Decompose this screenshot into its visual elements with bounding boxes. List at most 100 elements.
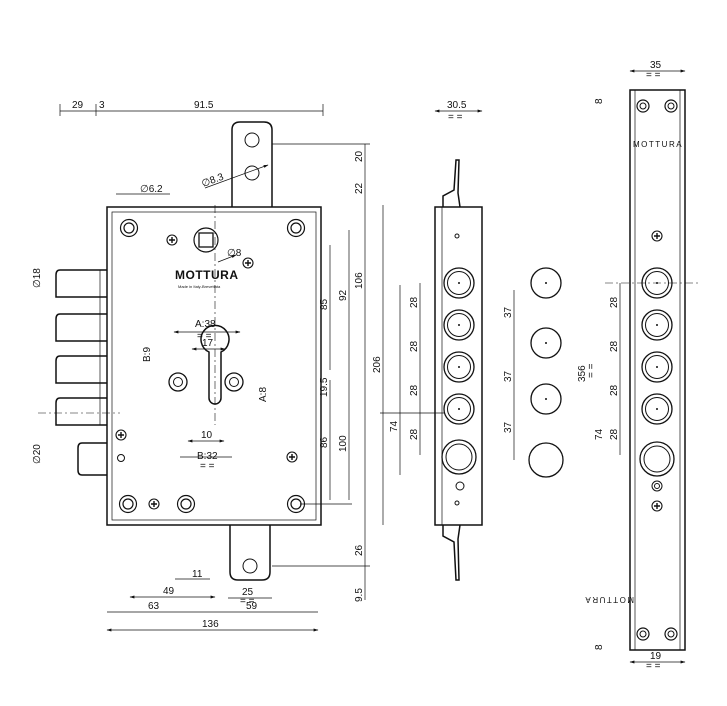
screw-icon — [286, 218, 306, 238]
cross-screw-icon — [115, 429, 127, 441]
lock-side-view — [434, 159, 483, 581]
bottom-bracket — [229, 525, 271, 581]
top-bracket — [231, 121, 273, 207]
bolt-icon — [530, 327, 562, 359]
cross-screw-icon — [651, 230, 663, 242]
latch-bolt-icon — [528, 442, 564, 478]
svg-text:28: 28 — [409, 340, 420, 352]
cylinder-profile-icon — [200, 324, 230, 405]
svg-text:74: 74 — [594, 428, 605, 440]
svg-text:= =: = = — [448, 112, 463, 123]
svg-text:20: 20 — [354, 150, 365, 162]
svg-text:= =: = = — [646, 70, 661, 81]
svg-text:A:38: A:38 — [195, 319, 216, 330]
svg-text:356: 356 — [577, 365, 588, 382]
lock-bottom-dimensions: 11 49 25 = = 63 59 136 — [106, 569, 319, 632]
svg-text:92: 92 — [338, 289, 349, 301]
svg-text:28: 28 — [609, 384, 620, 396]
bolt-icon — [641, 309, 673, 341]
svg-text:= =: = = — [586, 363, 597, 378]
svg-text:28: 28 — [409, 428, 420, 440]
svg-text:= =: = = — [646, 661, 661, 672]
svg-text:19: 19 — [650, 651, 662, 662]
bolt-icon — [641, 393, 673, 425]
lock-body-view: MOTTURA Made in Italy-Brevettata — [38, 121, 322, 581]
svg-text:∅6.2: ∅6.2 — [140, 184, 163, 195]
bolt-icon — [530, 383, 562, 415]
svg-text:19.5: 19.5 — [319, 377, 330, 397]
svg-text:9.5: 9.5 — [354, 588, 365, 602]
bracket-hole-bottom — [242, 558, 258, 574]
front-brand-bottom: MOTTURA — [584, 595, 634, 604]
cross-screw-icon — [148, 498, 160, 510]
cross-screw-icon — [651, 500, 663, 512]
svg-text:B:9: B:9 — [142, 347, 153, 362]
bracket-hole-top — [244, 132, 260, 148]
latch-bolts — [55, 269, 107, 476]
square-spindle-icon — [193, 227, 219, 253]
svg-text:63: 63 — [148, 601, 160, 612]
svg-text:∅8: ∅8 — [227, 248, 242, 259]
svg-text:37: 37 — [503, 370, 514, 382]
svg-text:∅8.3: ∅8.3 — [200, 172, 225, 190]
front-plate-dimensions: 35 = = 8 8 19 = = 28 28 28 28 356 = = 74 — [577, 60, 686, 672]
svg-text:= =: = = — [197, 331, 212, 342]
svg-text:∅18: ∅18 — [32, 268, 43, 288]
svg-text:49: 49 — [163, 586, 175, 597]
bolt-icon — [641, 351, 673, 383]
cam-hole-left — [168, 372, 188, 392]
svg-text:∅20: ∅20 — [32, 444, 43, 464]
front-brand-top: MOTTURA — [633, 140, 683, 149]
bolt-spacing-dimensions: 37 37 37 — [503, 290, 515, 460]
svg-text:28: 28 — [609, 296, 620, 308]
svg-text:28: 28 — [609, 428, 620, 440]
svg-text:28: 28 — [409, 384, 420, 396]
svg-text:8: 8 — [594, 98, 605, 104]
bolt-icon — [530, 267, 562, 299]
bolt-icon — [443, 309, 475, 341]
bolt-icon — [443, 393, 475, 425]
lock-body-dimensions: 29 3 91.5 ∅6.2 ∅8.3 ∅8 ∅18 ∅20 A:38 = = … — [32, 100, 324, 472]
cross-screw-icon — [286, 451, 298, 463]
svg-text:29: 29 — [72, 100, 84, 111]
svg-text:91.5: 91.5 — [194, 100, 214, 111]
svg-text:10: 10 — [201, 430, 213, 441]
svg-text:= =: = = — [200, 461, 215, 472]
screw-icon — [636, 99, 678, 641]
svg-text:8: 8 — [594, 644, 605, 650]
screw-icon — [118, 494, 138, 514]
side-top-tab — [442, 159, 461, 208]
svg-text:100: 100 — [338, 435, 349, 452]
bolt-spacing-view — [528, 267, 564, 478]
bolt-icon — [443, 267, 475, 299]
bracket-hole-lower — [244, 165, 260, 181]
made-in-label: Made in Italy-Brevettata — [178, 284, 221, 289]
svg-text:11: 11 — [192, 569, 203, 580]
screw-icon — [176, 494, 196, 514]
svg-text:85: 85 — [319, 298, 330, 310]
svg-text:30.5: 30.5 — [447, 100, 467, 111]
svg-text:74: 74 — [389, 420, 400, 432]
svg-text:3: 3 — [99, 100, 105, 111]
brand-logo: MOTTURA — [175, 268, 239, 282]
latch-bolt-icon — [441, 439, 477, 475]
svg-text:37: 37 — [503, 306, 514, 318]
svg-text:106: 106 — [354, 272, 365, 289]
svg-text:35: 35 — [650, 60, 662, 71]
front-plate-view: MOTTURA MOTTURA — [584, 89, 700, 651]
svg-text:25: 25 — [242, 587, 254, 598]
svg-text:206: 206 — [372, 356, 383, 373]
lock-case — [106, 206, 322, 526]
svg-text:28: 28 — [409, 296, 420, 308]
lock-vertical-dimensions: 20 22 106 26 9.5 206 92 100 85 19.5 86 — [272, 143, 384, 602]
svg-text:17: 17 — [202, 338, 214, 349]
screw-icon — [119, 218, 139, 238]
svg-text:A:8: A:8 — [258, 387, 269, 402]
cross-screw-icon — [242, 257, 254, 269]
svg-text:37: 37 — [503, 421, 514, 433]
svg-text:22: 22 — [354, 182, 365, 194]
side-bottom-tab — [442, 524, 461, 581]
svg-text:= =: = = — [240, 596, 255, 607]
latch-bolt-icon — [639, 441, 675, 477]
